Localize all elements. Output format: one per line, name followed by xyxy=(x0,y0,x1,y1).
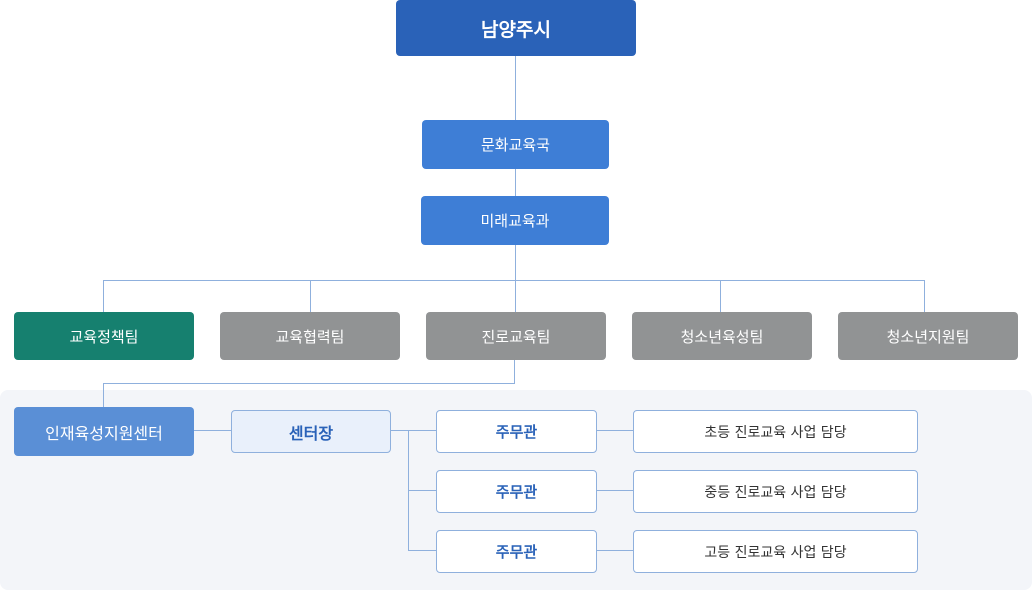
connector-team3-down xyxy=(514,360,515,384)
connector-officer-2 xyxy=(408,490,436,491)
division-node: 미래교육과 xyxy=(421,196,609,245)
connector-teams-bar xyxy=(103,280,925,281)
team-career-education: 진로교육팀 xyxy=(426,312,606,360)
connector-team-2 xyxy=(310,280,311,312)
bureau-node: 문화교육국 xyxy=(422,120,609,169)
connector-duty-3 xyxy=(596,550,633,551)
duty-middle: 중등 진로교육 사업 담당 xyxy=(633,470,918,513)
center-head-node: 센터장 xyxy=(231,410,391,453)
connector-team-1 xyxy=(103,280,104,312)
connector-division-teams xyxy=(515,245,516,281)
duty-high: 고등 진로교육 사업 담당 xyxy=(633,530,918,573)
duty-elementary: 초등 진로교육 사업 담당 xyxy=(633,410,918,453)
connector-team3-center-bar xyxy=(103,383,515,384)
team-youth-support: 청소년지원팀 xyxy=(838,312,1018,360)
officer-node: 주무관 xyxy=(436,530,597,573)
connector-center-up xyxy=(103,383,104,407)
connector-center-head xyxy=(193,430,231,431)
connector-officer-3 xyxy=(408,550,436,551)
connector-team-5 xyxy=(924,280,925,312)
officer-node: 주무관 xyxy=(436,410,597,453)
connector-team-4 xyxy=(720,280,721,312)
mayor-node: 남양주시 xyxy=(396,0,636,56)
connector-top-bureau xyxy=(515,56,516,120)
connector-head-officers xyxy=(390,430,436,431)
connector-team-3 xyxy=(515,280,516,312)
connector-bureau-division xyxy=(515,169,516,196)
team-education-policy: 교육정책팀 xyxy=(14,312,194,360)
team-education-cooperation: 교육협력팀 xyxy=(220,312,400,360)
connector-duty-1 xyxy=(596,430,633,431)
talent-center-node: 인재육성지원센터 xyxy=(14,407,194,456)
officer-node: 주무관 xyxy=(436,470,597,513)
team-youth-development: 청소년육성팀 xyxy=(632,312,812,360)
connector-duty-2 xyxy=(596,490,633,491)
